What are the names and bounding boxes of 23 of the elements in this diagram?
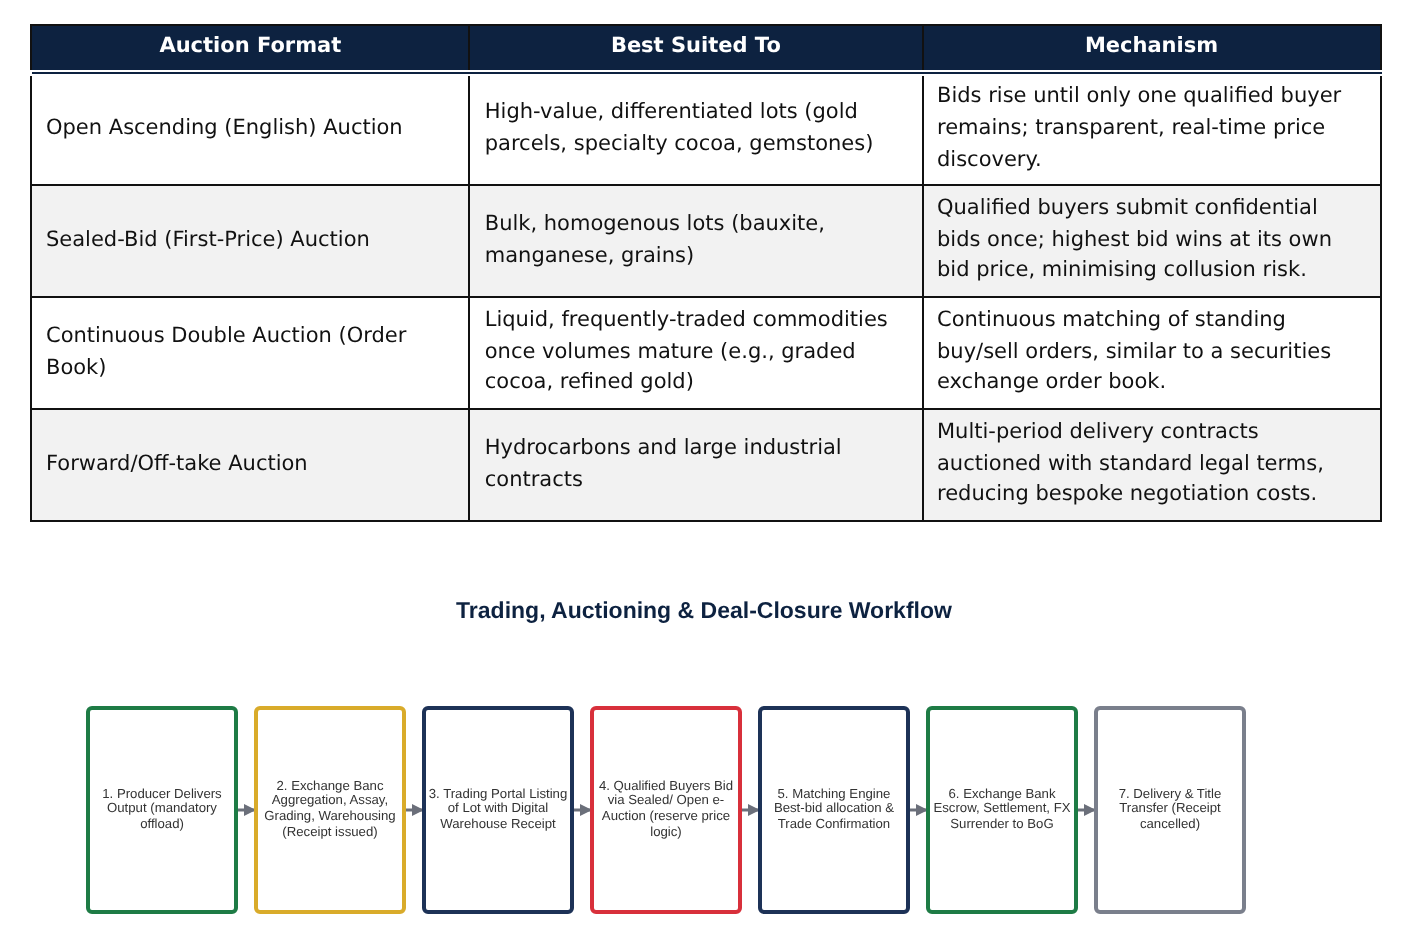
arrow bbox=[742, 804, 760, 816]
arrow bbox=[406, 804, 424, 816]
arrow bbox=[574, 804, 592, 816]
process-box bbox=[254, 706, 406, 914]
table-cell: Bulk, homogenous lots (bauxite, manganese, grains) bbox=[469, 185, 922, 297]
process-box bbox=[1094, 706, 1246, 914]
table-cell: Multi-period delivery contracts auctioned with standard legal terms, reducing bespoke negotiation costs. bbox=[922, 409, 1381, 521]
arrow bbox=[238, 804, 256, 816]
arrow bbox=[1078, 804, 1096, 816]
process-box bbox=[422, 706, 574, 914]
process-box bbox=[590, 706, 742, 914]
table-cell: Forward/Off-take Auction bbox=[31, 409, 470, 521]
diagram-title: Trading, Auctioning & Deal-Closure Workflow bbox=[456, 600, 952, 624]
arrow bbox=[910, 804, 928, 816]
column-header: Best Suited To bbox=[469, 25, 922, 73]
column-header: Auction Format bbox=[31, 25, 470, 73]
process-box bbox=[86, 706, 238, 914]
table-cell: Sealed-Bid (First-Price) Auction bbox=[31, 185, 470, 297]
table-cell: Qualified buyers submit confidential bids once; highest bid wins at its own bid price, minimising collusion risk. bbox=[922, 185, 1381, 297]
column-header: Mechanism bbox=[922, 25, 1381, 73]
process-box bbox=[926, 706, 1078, 914]
process-box bbox=[758, 706, 910, 914]
table-cell: Hydrocarbons and large industrial contracts bbox=[469, 409, 922, 521]
